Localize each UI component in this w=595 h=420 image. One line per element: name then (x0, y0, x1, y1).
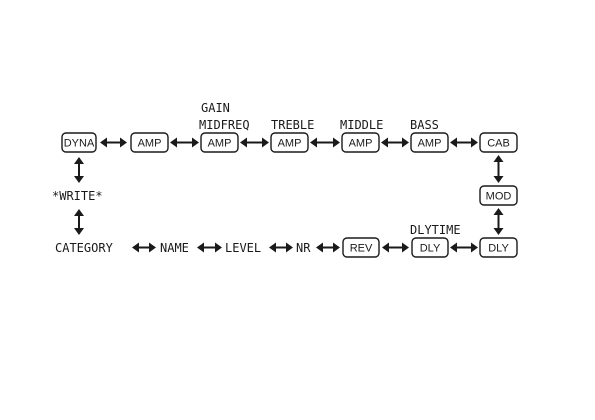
cab-label: CAB (487, 138, 510, 150)
double-arrow-icon (269, 243, 293, 253)
gain-label: GAIN (201, 101, 230, 115)
double-arrow-icon (316, 243, 340, 253)
amp-block-treble: AMP (271, 133, 308, 152)
midfreq-label: MIDFREQ (199, 118, 250, 132)
double-arrow-icon (240, 138, 269, 148)
mod-label: MOD (486, 191, 512, 203)
amp-block-bass: AMP (411, 133, 448, 152)
double-arrow-icon (197, 243, 222, 253)
double-arrow-icon (74, 209, 84, 235)
treble-label: TREBLE (271, 118, 314, 132)
double-arrow-icon (100, 138, 127, 148)
double-arrow-icon (494, 155, 504, 183)
rev-label: REV (350, 243, 373, 255)
amp-label-gain: AMP (208, 138, 232, 150)
dyna-block: DYNA (62, 133, 96, 152)
write-label: *WRITE* (52, 189, 103, 203)
double-arrow-icon (381, 138, 409, 148)
amp-block-1: AMP (131, 133, 168, 152)
nr-label: NR (296, 241, 311, 255)
dlytime-label: DLYTIME (410, 223, 461, 237)
dly-block-time: DLY (412, 238, 448, 257)
dly-block-right: DLY (480, 238, 517, 257)
double-arrow-icon (450, 243, 478, 253)
double-arrow-icon (310, 138, 340, 148)
double-arrow-icon (494, 208, 504, 235)
dly-label-right: DLY (488, 243, 509, 255)
double-arrow-icon (382, 243, 409, 253)
level-label: LEVEL (225, 241, 261, 255)
mod-block: MOD (480, 186, 517, 205)
double-arrow-icon (74, 157, 84, 183)
name-label: NAME (160, 241, 189, 255)
double-arrow-icon (450, 138, 478, 148)
amp-block-middle: AMP (342, 133, 379, 152)
cab-block: CAB (480, 133, 517, 152)
bass-label: BASS (410, 118, 439, 132)
category-label: CATEGORY (55, 241, 114, 255)
amp-label-middle: AMP (349, 138, 373, 150)
amp-label-1: AMP (138, 138, 162, 150)
rev-block: REV (343, 238, 379, 257)
dly-label-time: DLY (420, 243, 441, 255)
amp-block-gain: AMP (201, 133, 238, 152)
double-arrow-icon (170, 138, 199, 148)
middle-label: MIDDLE (340, 118, 383, 132)
amp-label-bass: AMP (418, 138, 442, 150)
dyna-label: DYNA (64, 138, 95, 150)
amp-label-treble: AMP (278, 138, 302, 150)
double-arrow-icon (132, 243, 156, 253)
